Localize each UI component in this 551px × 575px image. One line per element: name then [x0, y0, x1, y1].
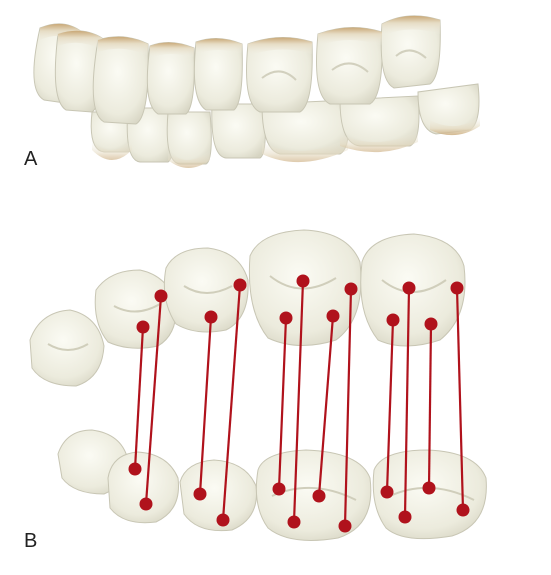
- upper-contact-point: [136, 320, 150, 334]
- contact-line: [317, 315, 335, 497]
- lower-contact-point: [216, 513, 230, 527]
- lower-contact-point: [398, 510, 412, 524]
- upper-contact-point: [204, 310, 218, 324]
- upper-arch-teeth: [33, 15, 441, 125]
- contact-line: [427, 323, 433, 489]
- upper-contact-point: [279, 311, 293, 325]
- contact-line: [385, 319, 395, 493]
- contact-line: [133, 326, 145, 470]
- contact-line: [198, 316, 213, 495]
- lower-contact-point: [380, 485, 394, 499]
- contact-line: [343, 288, 353, 527]
- lower-contact-point: [139, 497, 153, 511]
- lower-occlusal-crowns: [57, 429, 487, 541]
- lower-contact-point: [312, 489, 326, 503]
- contact-line: [455, 287, 465, 511]
- lower-contact-point: [128, 462, 142, 476]
- contact-line: [221, 284, 242, 521]
- upper-contact-point: [402, 281, 416, 295]
- upper-contact-point: [386, 313, 400, 327]
- panel-a-lateral-dentition: [33, 15, 480, 168]
- upper-contact-point: [233, 278, 247, 292]
- upper-contact-point: [326, 309, 340, 323]
- upper-contact-point: [450, 281, 464, 295]
- contact-line: [277, 317, 288, 490]
- contact-line: [403, 287, 411, 518]
- upper-contact-point: [296, 274, 310, 288]
- lower-contact-point: [193, 487, 207, 501]
- lower-arch-teeth: [90, 83, 480, 168]
- occlusal-contact-lines: [128, 274, 470, 533]
- lower-contact-point: [338, 519, 352, 533]
- upper-occlusal-crowns: [29, 229, 466, 387]
- lower-contact-point: [272, 482, 286, 496]
- panel-b-occlusal-contacts: [29, 229, 487, 541]
- upper-contact-point: [424, 317, 438, 331]
- lower-contact-point: [456, 503, 470, 517]
- upper-contact-point: [154, 289, 168, 303]
- panel-b-label: B: [24, 530, 38, 552]
- contact-line: [292, 280, 305, 523]
- upper-contact-point: [344, 282, 358, 296]
- contact-line: [144, 295, 163, 505]
- lower-contact-point: [422, 481, 436, 495]
- panel-a-label: A: [24, 148, 38, 170]
- lower-contact-point: [287, 515, 301, 529]
